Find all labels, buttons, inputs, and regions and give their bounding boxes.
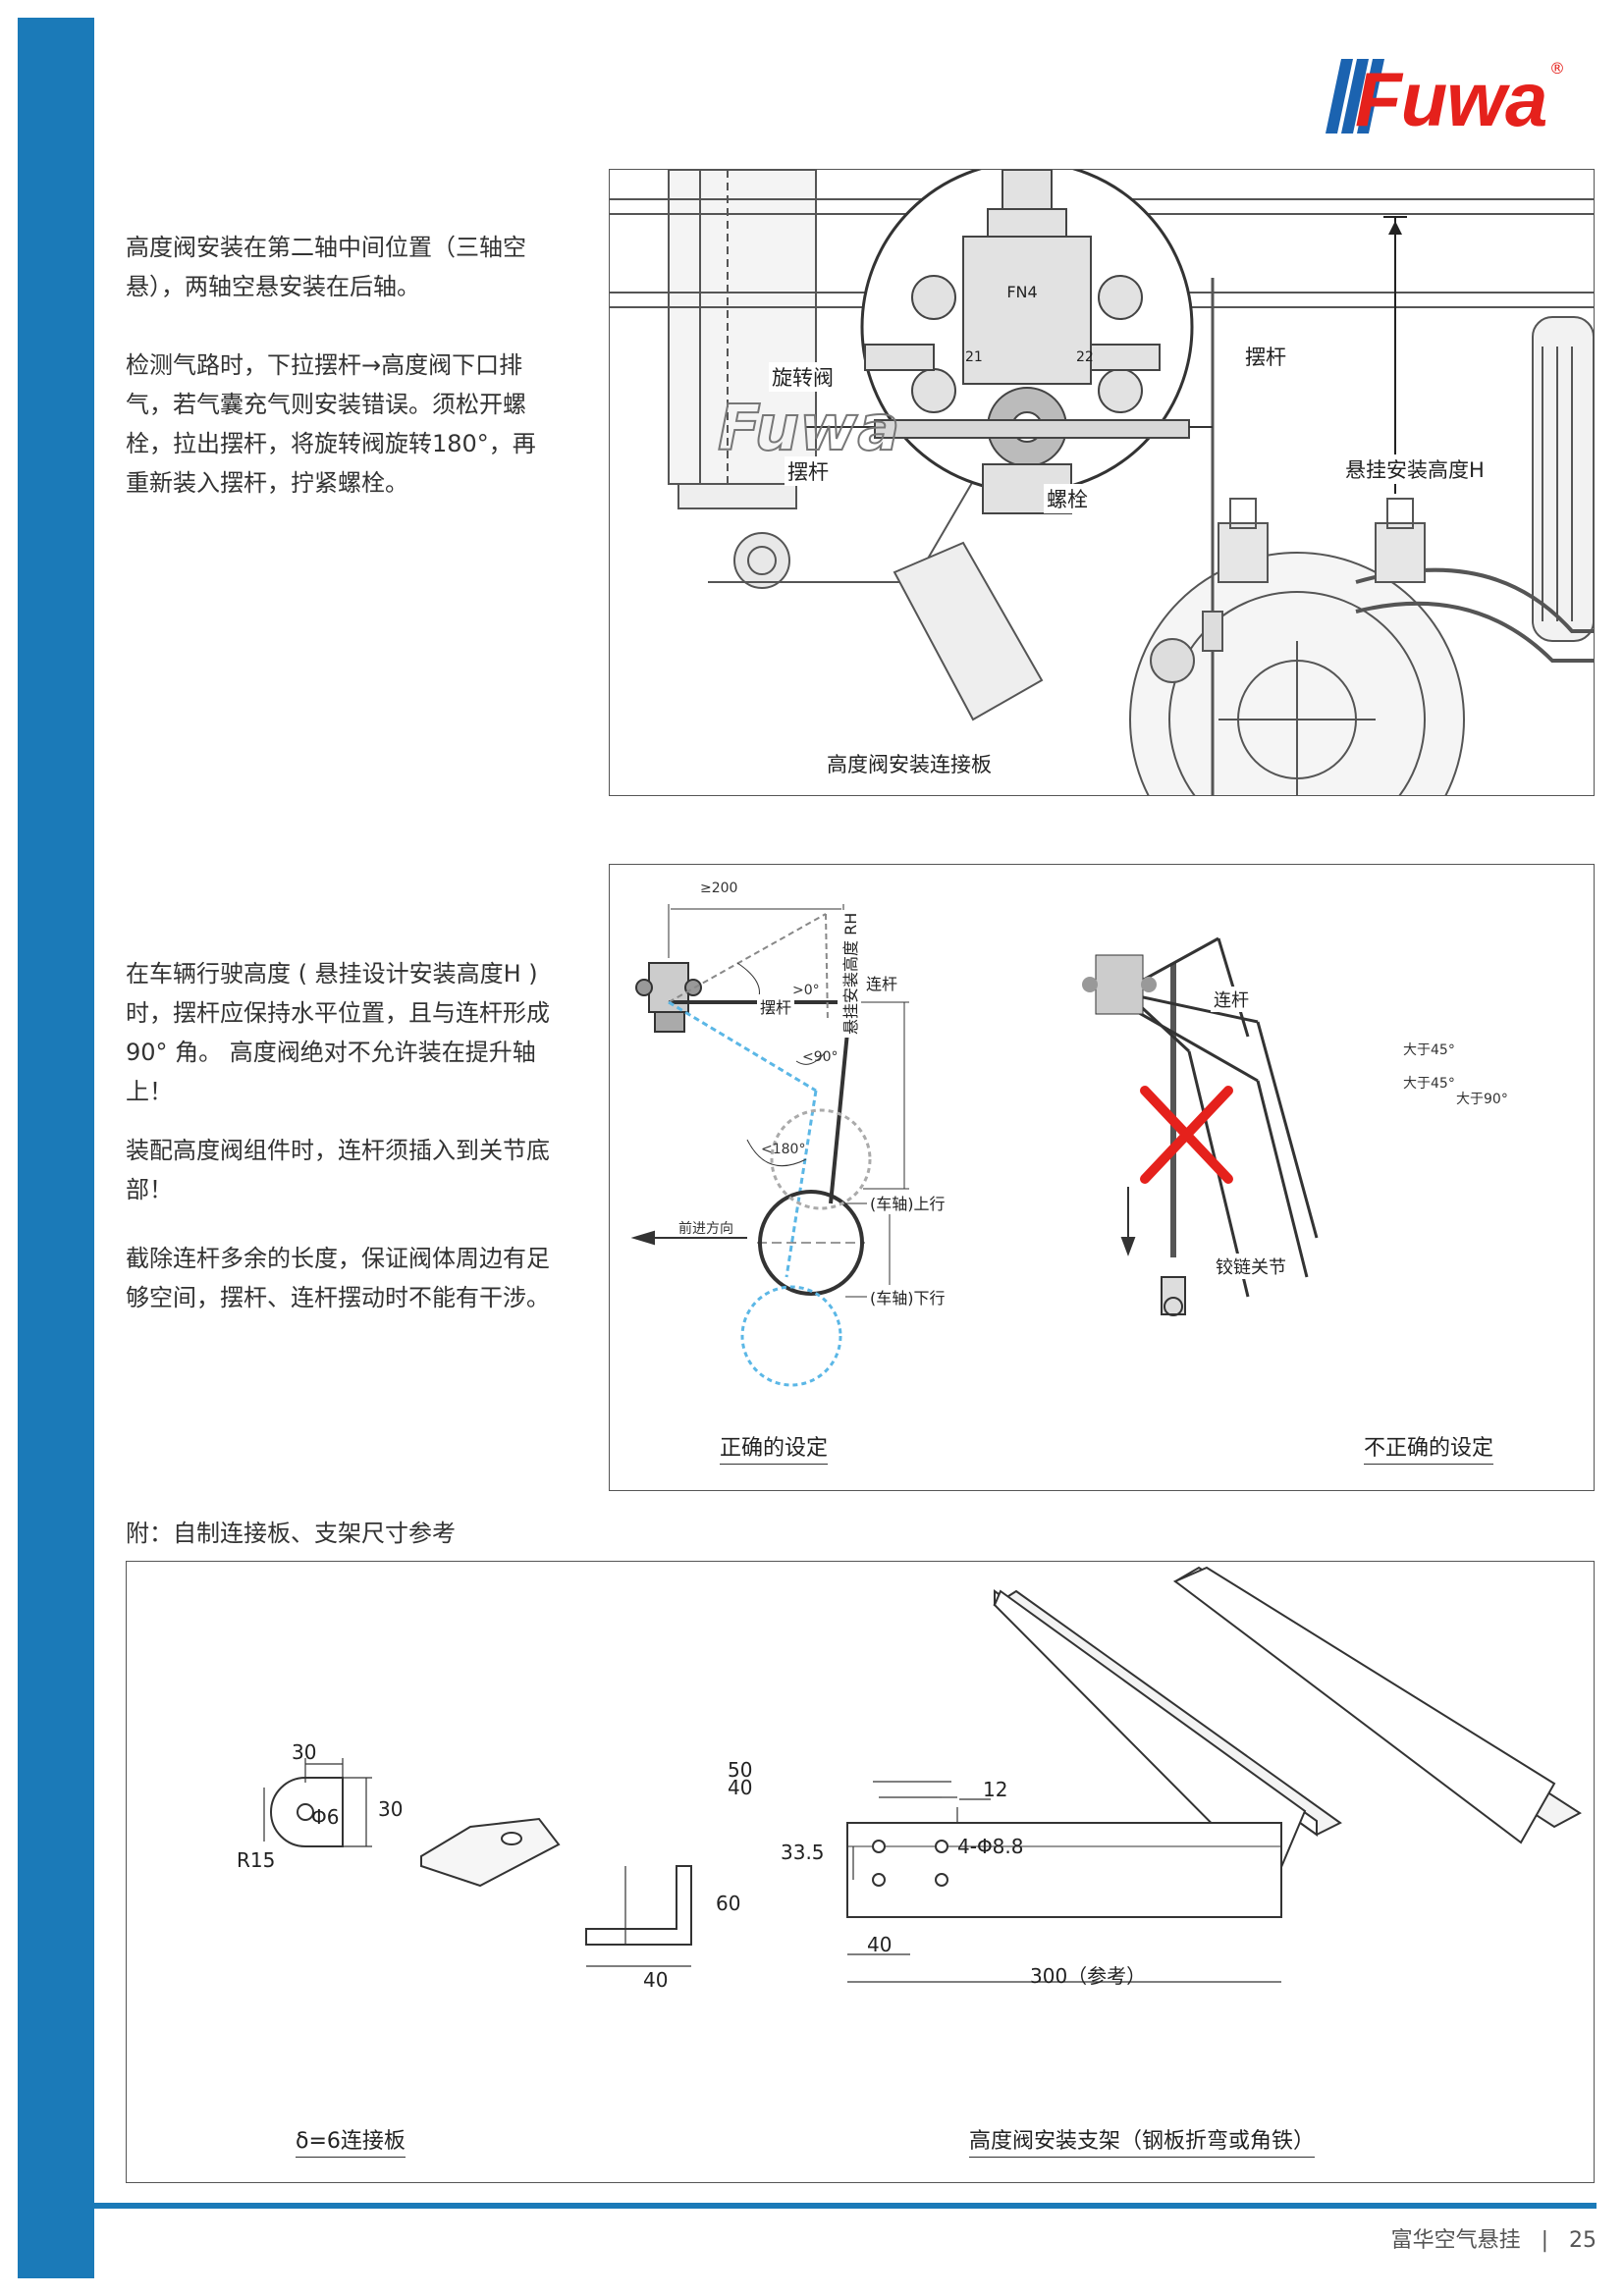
port-22-text: 22: [1076, 349, 1094, 365]
left-color-bar: [18, 18, 94, 2278]
fuwa-logo: Fuwa ®: [1316, 49, 1571, 142]
bracket-side-dim-40: 40: [643, 1968, 669, 1992]
label-bolt: 螺栓: [1044, 484, 1091, 513]
label-gt0: >0°: [792, 983, 820, 998]
settings-drawing: [630, 904, 1319, 1387]
plate-dim-height: 30: [378, 1797, 404, 1821]
bracket-dim-12: 12: [983, 1778, 1008, 1801]
bracket-dim-33-5: 33.5: [781, 1841, 825, 1864]
bracket-dim-50: 50: [728, 1758, 753, 1782]
bracket-dim-40a: 40: [728, 1776, 753, 1799]
plate-dim-hole: Φ6: [311, 1805, 340, 1829]
page-number: 25: [1569, 2228, 1597, 2253]
label-axle-up: (车轴)上行: [867, 1191, 948, 1214]
incorrect-x-icon: [1140, 1086, 1233, 1184]
caption-incorrect: 不正确的设定: [1364, 1430, 1494, 1465]
footer-rule: [94, 2203, 1597, 2209]
intro-paragraph-1: 高度阀安装在第二轴中间位置（三轴空悬），两轴空悬安装在后轴。: [126, 234, 526, 300]
label-connecting-plate: 高度阀安装连接板: [824, 749, 995, 778]
caption-bracket: 高度阀安装支架（钢板折弯或角铁）: [969, 2123, 1316, 2158]
figure-appendix: 30 30 Φ6 R15 50 40 12 4-Φ8.8 33.5 40 300…: [126, 1561, 1595, 2183]
label-min-200: ≥200: [700, 881, 738, 896]
appendix-title: 附：自制连接板、支架尺寸参考: [126, 1520, 456, 1547]
label-gt90: 大于90°: [1456, 1092, 1508, 1107]
label-link-rod: 连杆: [1211, 987, 1252, 1012]
bracket-dim-40b: 40: [867, 1933, 893, 1956]
caption-plate: δ=6连接板: [296, 2123, 406, 2158]
label-lever-correct: 摆杆: [757, 994, 795, 1018]
bracket-dim-holes: 4-Φ8.8: [957, 1835, 1024, 1858]
section2-paragraph-3: 截除连杆多余的长度，保证阀体周边有足够空间，摆杆、连杆摆动时不能有干涉。: [126, 1245, 550, 1311]
label-lever-zoom: 摆杆: [785, 456, 832, 486]
logo-wordmark: Fuwa: [1355, 56, 1547, 142]
appendix-drawing: [263, 1566, 1582, 1983]
label-rh: 悬挂安装高度 RH: [838, 909, 861, 1038]
registered-mark: ®: [1549, 59, 1565, 78]
section2-paragraph-1: 在车辆行驶高度 ( 悬挂设计安装高度H ) 时，摆杆应保持水平位置，且与连杆形成…: [126, 960, 550, 1105]
label-rotary-valve: 旋转阀: [769, 362, 837, 392]
label-gt45-a: 大于45°: [1403, 1042, 1455, 1058]
frame-logo-text: Fuwa: [718, 393, 899, 465]
figure-valve-installation: FN4 21 22 Fuwa 旋转阀 摆杆 螺栓 摆杆 悬挂安装高度H 高度阀安…: [609, 160, 1595, 887]
label-hinge-joint: 铰链关节: [1213, 1254, 1289, 1279]
section2-paragraph-2: 装配高度阀组件时，连杆须插入到关节底部！: [126, 1137, 550, 1203]
label-link-correct: 连杆: [863, 971, 901, 994]
plate-dim-width: 30: [292, 1740, 317, 1764]
label-direction: 前进方向: [678, 1221, 733, 1237]
page-footer: 富华空气悬挂 | 25: [1391, 2222, 1597, 2254]
footer-title: 富华空气悬挂: [1390, 2228, 1521, 2253]
label-install-height: 悬挂安装高度H: [1342, 454, 1488, 484]
port-21-text: 21: [965, 349, 983, 365]
bracket-dim-300: 300（参考）: [1030, 1964, 1147, 1988]
bracket-side-dim-60: 60: [716, 1892, 741, 1915]
logo-stripes-icon: [1326, 59, 1384, 133]
label-lt180: <180°: [761, 1142, 806, 1157]
intro-paragraph-2: 检测气路时，下拉摆杆→高度阀下口排气，若气囊充气则安装错误。须松开螺栓，拉出摆杆…: [126, 351, 536, 497]
label-gt45-b: 大于45°: [1403, 1076, 1455, 1092]
label-lever: 摆杆: [1242, 342, 1289, 371]
valve-code-text: FN4: [1006, 283, 1037, 301]
caption-correct: 正确的设定: [720, 1430, 829, 1465]
label-axle-down: (车轴)下行: [867, 1285, 948, 1308]
footer-separator: |: [1541, 2228, 1548, 2253]
figure-settings: ≥200 连杆 摆杆 >0° <90° <180° 前进方向 (车轴)上行 (车…: [609, 864, 1595, 1491]
label-lt90: <90°: [802, 1049, 839, 1065]
plate-dim-radius: R15: [237, 1848, 276, 1872]
